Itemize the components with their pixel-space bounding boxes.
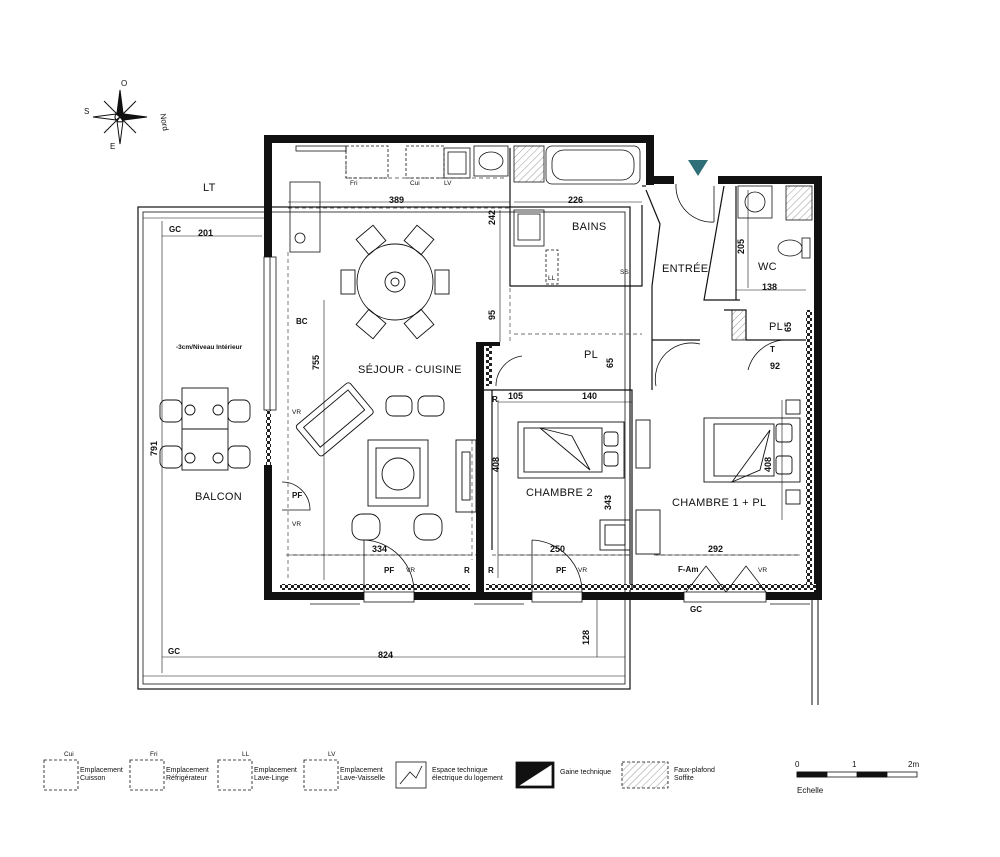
label-gc-1: GC bbox=[169, 225, 181, 234]
dim-250: 250 bbox=[550, 544, 566, 554]
legend-refrigerateur: Emplacement Réfrigérateur bbox=[166, 767, 209, 782]
label-r-2: R bbox=[488, 566, 494, 575]
compass-o: O bbox=[121, 79, 128, 88]
label-gc-3: GC bbox=[690, 605, 702, 614]
label-vr-4: VR bbox=[578, 567, 588, 574]
compass-s: S bbox=[84, 107, 90, 116]
room-wc: WC bbox=[758, 261, 777, 273]
compass-nord: Nord bbox=[158, 112, 170, 132]
label-pf-2: PF bbox=[384, 566, 395, 575]
dim-65-1: 65 bbox=[605, 357, 615, 368]
room-chambre-2: CHAMBRE 2 bbox=[526, 487, 593, 499]
compass-e: E bbox=[110, 142, 116, 151]
dim-408-1: 408 bbox=[491, 456, 501, 472]
room-chambre-1: CHAMBRE 1 + PL bbox=[672, 497, 767, 509]
dim-105: 105 bbox=[508, 391, 524, 401]
label-r-3: R bbox=[492, 395, 498, 404]
room-bains: BAINS bbox=[572, 221, 607, 233]
dim-95: 95 bbox=[487, 309, 497, 320]
dim-138: 138 bbox=[762, 282, 778, 292]
label-pf-3: PF bbox=[556, 566, 567, 575]
dim-92: 92 bbox=[770, 361, 781, 371]
label-t: T bbox=[770, 345, 775, 354]
label-pf-1: PF bbox=[292, 491, 303, 500]
label-gc-2: GC bbox=[168, 647, 180, 656]
dim-140: 140 bbox=[582, 391, 598, 401]
legend-lave-vaisselle: Emplacement Lave-Vaisselle bbox=[340, 767, 386, 782]
scale-bar bbox=[796, 771, 918, 778]
scale-2m: 2m bbox=[908, 760, 920, 769]
label-ll: LL bbox=[548, 275, 556, 282]
dim-343: 343 bbox=[603, 494, 613, 510]
dim-334: 334 bbox=[372, 544, 388, 554]
room-balcon: BALCON bbox=[195, 491, 243, 503]
dim-128: 128 bbox=[581, 629, 591, 645]
dim-201: 201 bbox=[198, 228, 214, 238]
compass-icon bbox=[92, 89, 148, 145]
dim-292: 292 bbox=[708, 544, 724, 554]
label-pl-wc: PL bbox=[769, 321, 784, 333]
dim-242: 242 bbox=[487, 209, 497, 225]
walls bbox=[264, 135, 822, 600]
legend-cuisson: Emplacement Cuisson bbox=[80, 767, 123, 782]
legend-gaine: Gaine technique bbox=[560, 769, 611, 776]
room-entree: ENTRÉE bbox=[662, 263, 709, 275]
label-cui: Cui bbox=[410, 180, 420, 187]
scale-1: 1 bbox=[852, 760, 857, 769]
label-lt: LT bbox=[203, 182, 216, 194]
scale-0: 0 bbox=[795, 760, 800, 769]
dim-226: 226 bbox=[568, 195, 584, 205]
legend-code-lv: LV bbox=[328, 751, 336, 758]
room-sejour-cuisine: SÉJOUR - CUISINE bbox=[358, 364, 462, 376]
label-ss: SS bbox=[620, 269, 629, 276]
label-pl-closet: PL bbox=[584, 349, 599, 361]
legend-code-ll: LL bbox=[242, 751, 250, 758]
label-fri: Fri bbox=[350, 180, 358, 187]
label-r-1: R bbox=[464, 566, 470, 575]
dim-824: 824 bbox=[378, 650, 394, 660]
legend-code-fri: Fri bbox=[150, 751, 158, 758]
label-fam: F-Am bbox=[678, 565, 699, 574]
dim-65-2: 65 bbox=[783, 321, 793, 332]
dim-389: 389 bbox=[389, 195, 405, 205]
legend-faux-plafond: Faux-plafond Soffite bbox=[674, 767, 715, 782]
label-vr-2: VR bbox=[292, 521, 302, 528]
label-lv: LV bbox=[444, 180, 452, 187]
label-vr-5: VR bbox=[758, 567, 768, 574]
legend-code-cui: Cui bbox=[64, 751, 74, 758]
label-bc: BC bbox=[296, 317, 308, 326]
dim-755: 755 bbox=[311, 354, 321, 370]
legend-espace-technique: Espace technique électrique du logement bbox=[432, 767, 503, 782]
label-vr-1: VR bbox=[292, 409, 302, 416]
legend-lave-linge: Emplacement Lave-Linge bbox=[254, 767, 297, 782]
label-niveau: -3cm/Niveau Intérieur bbox=[176, 344, 243, 351]
scale-label: Echelle bbox=[797, 786, 824, 795]
entry-marker-icon bbox=[688, 160, 708, 176]
dim-791: 791 bbox=[149, 440, 159, 456]
label-vr-3: VR bbox=[406, 567, 416, 574]
dim-205: 205 bbox=[736, 238, 746, 254]
dim-408-2: 408 bbox=[763, 456, 773, 472]
